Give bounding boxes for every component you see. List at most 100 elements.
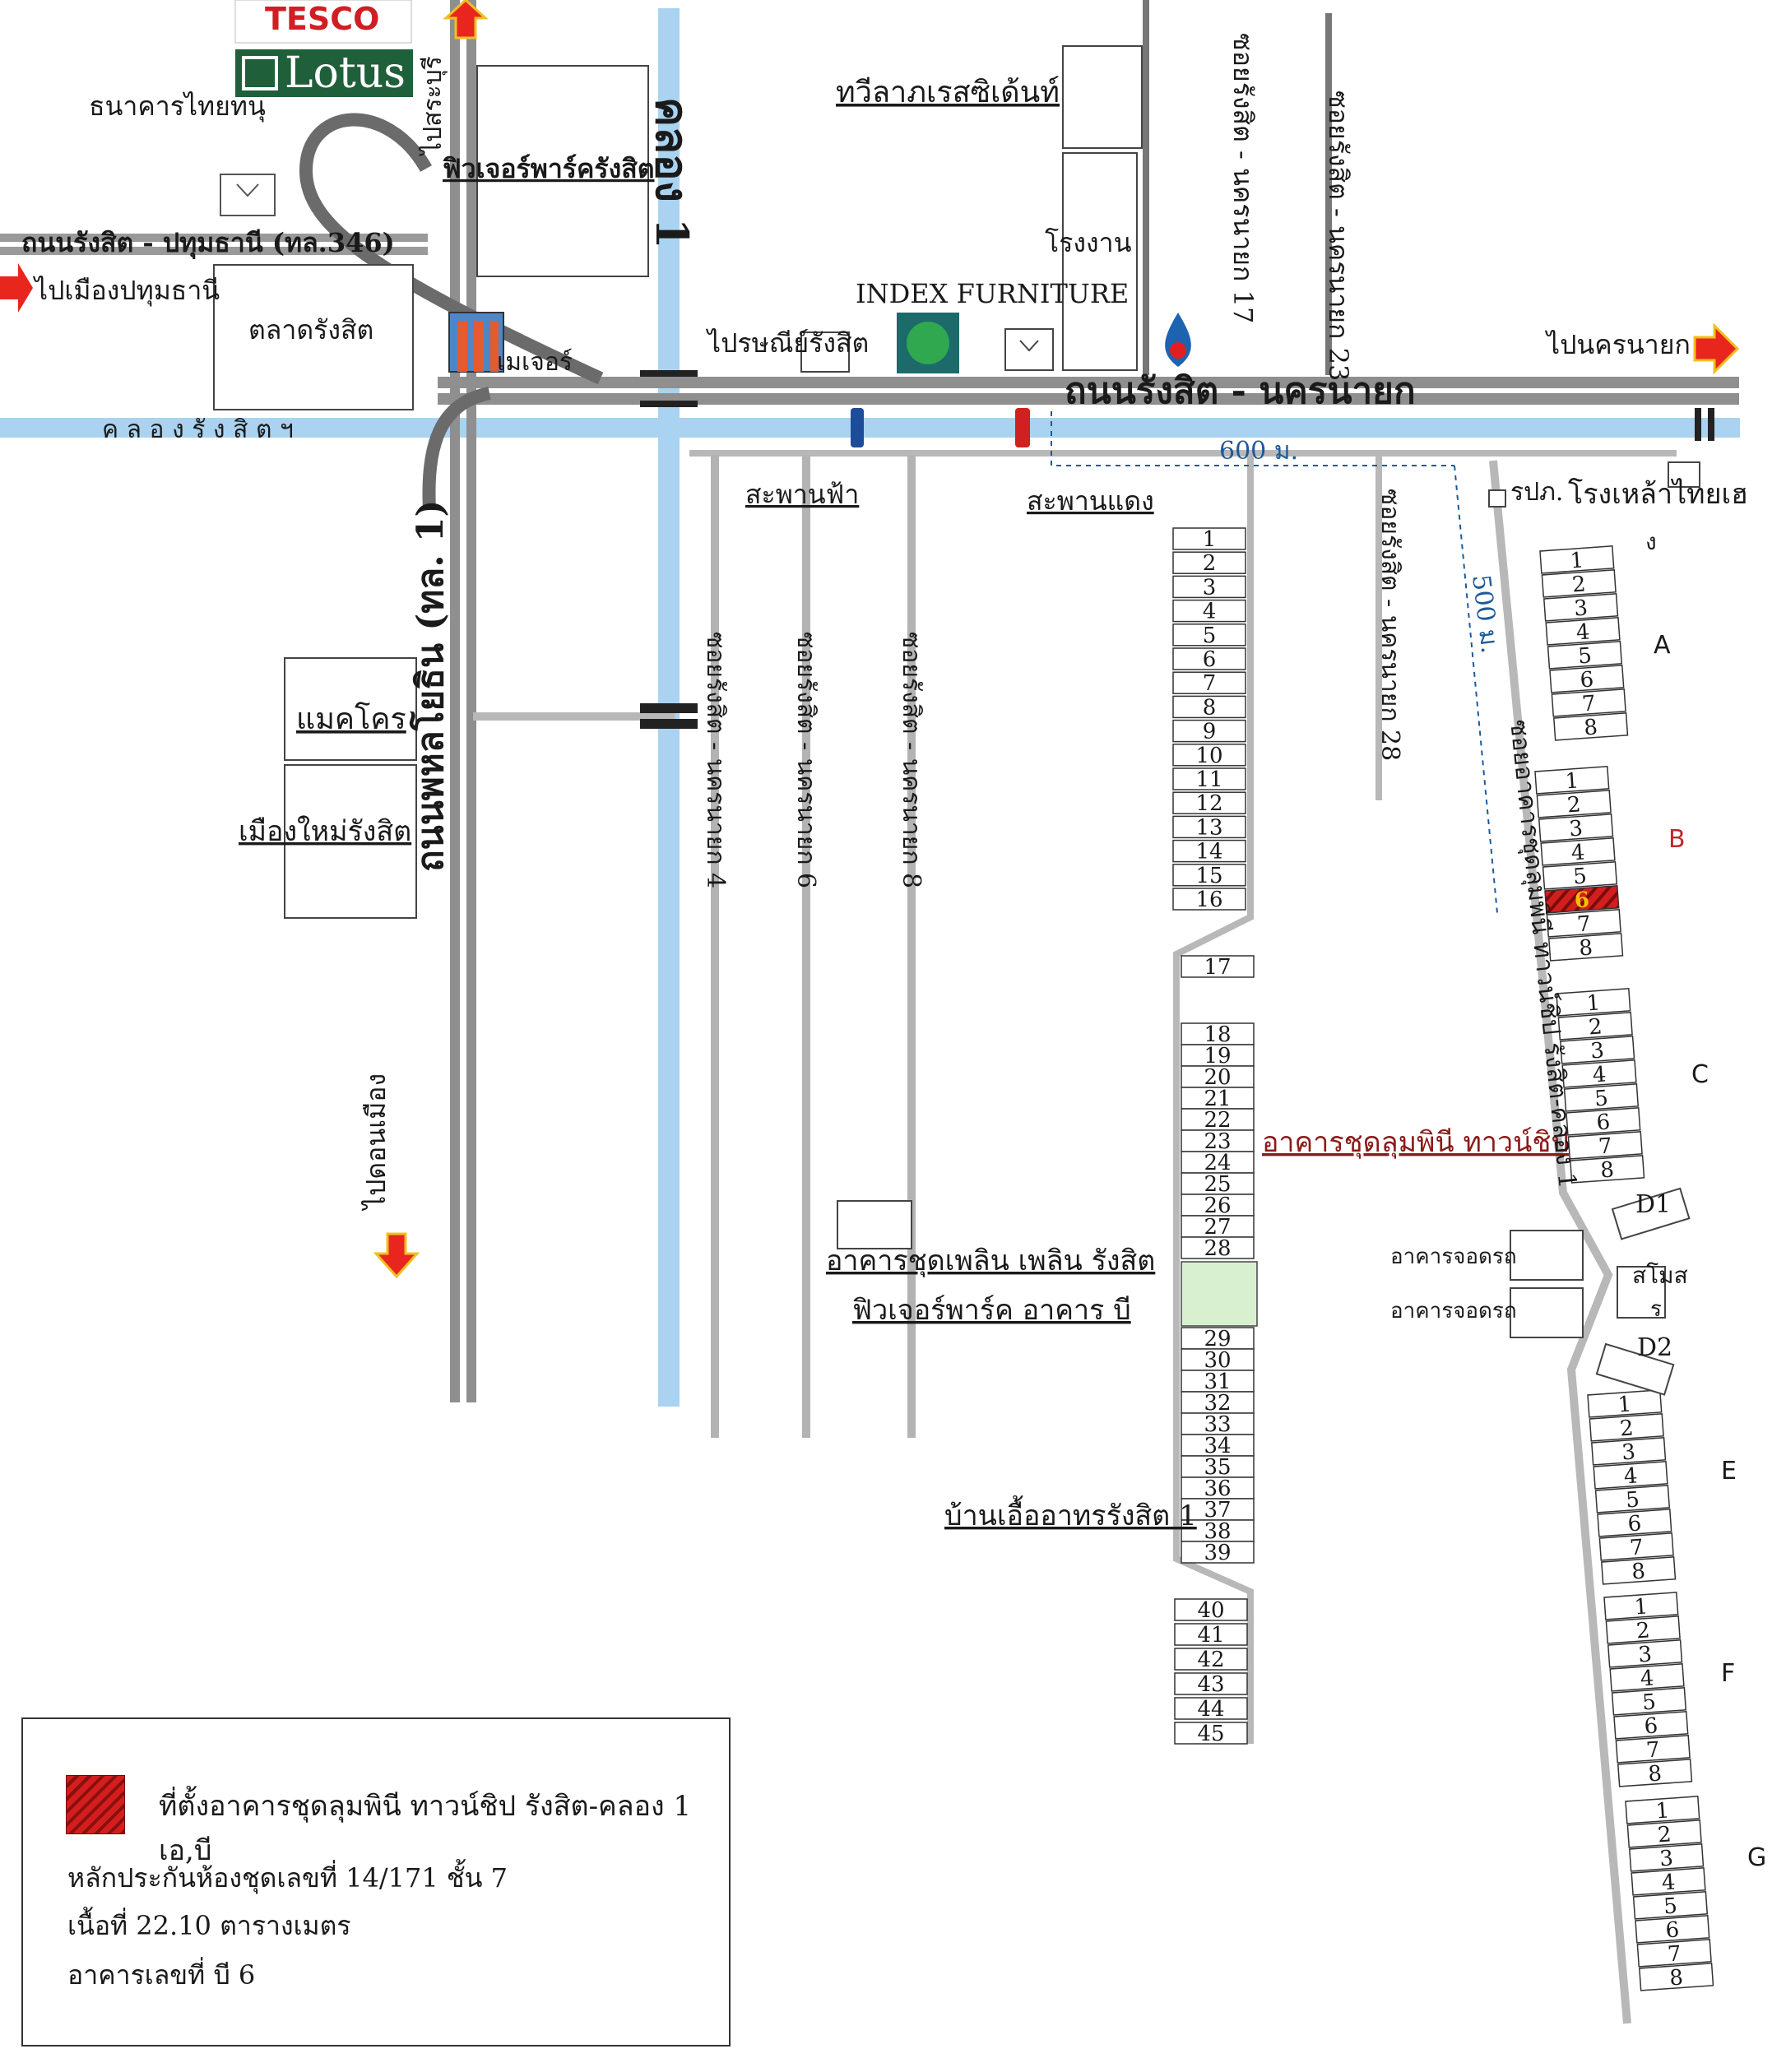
baan-ua-label: บ้านเอื้ออาทรรังสิต 1 <box>944 1495 1197 1532</box>
lumpini-unit: 8 <box>1617 1759 1693 1787</box>
legend-line-0: ที่ตั้งอาคารชุดลุมพินี ทาวน์ชิป รังสิต-ค… <box>159 1790 692 1867</box>
lumpini-unit: 4 <box>1631 1867 1706 1896</box>
svg-text:22: 22 <box>1204 1108 1231 1133</box>
svg-text:1: 1 <box>1634 1594 1649 1620</box>
dist-500-line <box>1454 465 1498 914</box>
baan-unit: 33 <box>1181 1412 1255 1437</box>
soi8-label: ซอยรังสิต - นครนายก 8 <box>897 632 925 888</box>
ng-label: ง <box>1645 528 1657 555</box>
soi17-road <box>1143 0 1149 375</box>
svg-text:37: 37 <box>1204 1498 1231 1523</box>
svg-text:21: 21 <box>1204 1087 1231 1111</box>
baan-unit: 8 <box>1172 695 1246 720</box>
to-don-mueang-label: ไปดอนเมือง <box>360 1073 392 1212</box>
svg-text:33: 33 <box>1204 1412 1231 1437</box>
svg-text:32: 32 <box>1204 1391 1231 1416</box>
pool-building <box>1617 1266 1666 1319</box>
baan-unit: 27 <box>1181 1215 1255 1240</box>
svg-text:5: 5 <box>1625 1487 1640 1513</box>
baan-unit: 13 <box>1172 815 1246 840</box>
index-label: INDEX FURNITURE <box>856 278 1129 309</box>
baan-unit: 6 <box>1172 647 1246 672</box>
svg-text:4: 4 <box>1203 600 1217 624</box>
lumpini-unit: 1 <box>1534 766 1610 795</box>
svg-text:5: 5 <box>1572 864 1588 889</box>
baan-unit: 44 <box>1174 1697 1248 1722</box>
svg-text:7: 7 <box>1629 1535 1645 1560</box>
svg-text:6: 6 <box>1203 647 1217 672</box>
baan-unit: 7 <box>1172 671 1246 696</box>
lumpini-unit: 5 <box>1632 1891 1709 1920</box>
soi28-road <box>1375 455 1382 800</box>
lumpini-unit: 2 <box>1541 569 1617 598</box>
svg-text:31: 31 <box>1204 1370 1231 1394</box>
svg-text:8: 8 <box>1668 1965 1684 1991</box>
svg-text:2: 2 <box>1635 1618 1651 1643</box>
baan-unit: 16 <box>1172 888 1246 912</box>
makro-label: แมคโคร <box>296 702 406 736</box>
lumpini-blocks: 12345678A12345678B12345678C12345678E1234… <box>1534 545 1766 1991</box>
baan-unit: 10 <box>1172 744 1246 768</box>
block-label: F <box>1721 1659 1735 1688</box>
svg-text:16: 16 <box>1195 888 1222 912</box>
road-rangsit-nakhonnayok <box>438 377 1739 388</box>
svg-text:3: 3 <box>1658 1846 1674 1871</box>
svg-text:3: 3 <box>1589 1038 1605 1064</box>
legend-box: ที่ตั้งอาคารชุดลุมพินี ทาวน์ชิป รังสิต-ค… <box>21 1717 731 2047</box>
future-park-b-label: ฟิวเจอร์พาร์ค อาคาร บี <box>852 1294 1131 1327</box>
svg-text:4: 4 <box>1592 1062 1607 1087</box>
lumpini-unit: 1 <box>1587 1389 1663 1418</box>
pool-label: สโมส <box>1632 1262 1688 1289</box>
ploen-label: อาคารชุดเพลิน เพลิน รังสิต <box>826 1245 1155 1277</box>
lumpini-unit: 7 <box>1636 1939 1712 1968</box>
legend-line-1: หลักประกันห้องชุดเลขที่ 14/171 ชั้น 7 <box>67 1862 508 1894</box>
lumpini-unit: 6 <box>1635 1915 1710 1944</box>
baan-unit: 41 <box>1174 1623 1248 1648</box>
svg-text:7: 7 <box>1598 1133 1613 1159</box>
new-city-building <box>284 764 417 919</box>
lumpini-unit: 5 <box>1594 1485 1671 1513</box>
police-label: รปภ. <box>1510 478 1563 507</box>
baan-unit: 23 <box>1181 1129 1255 1154</box>
lumpini-unit: 3 <box>1607 1639 1683 1668</box>
svg-text:8: 8 <box>1631 1559 1646 1584</box>
svg-text:20: 20 <box>1204 1065 1231 1090</box>
baan-unit: 24 <box>1181 1151 1255 1175</box>
baan-unit: 1 <box>1172 527 1246 552</box>
lumpini-unit: 4 <box>1609 1663 1685 1692</box>
soi4-road <box>711 455 719 1438</box>
khlong1-label: คลอง 1 <box>646 97 698 248</box>
baan-unit: 45 <box>1174 1722 1248 1746</box>
svg-text:7: 7 <box>1645 1737 1661 1763</box>
svg-text:8: 8 <box>1599 1157 1615 1183</box>
new-city-label: เมืองใหม่รังสิต <box>239 815 411 848</box>
bridge-east <box>1695 408 1701 441</box>
lumpini-unit: 1 <box>1539 545 1615 574</box>
d1-label: D1 <box>1635 1190 1671 1219</box>
svg-text:18: 18 <box>1204 1022 1231 1047</box>
lumpini-unit: 7 <box>1615 1735 1691 1764</box>
svg-text:38: 38 <box>1204 1519 1231 1544</box>
lumpini-unit: 2 <box>1536 790 1612 818</box>
svg-text:7: 7 <box>1203 671 1217 696</box>
lumpini-unit: 6 <box>1566 1107 1641 1136</box>
svg-text:4: 4 <box>1570 840 1586 865</box>
arrow-down-icon <box>373 1232 420 1279</box>
arrow-left-icon <box>0 263 33 313</box>
svg-text:6: 6 <box>1644 1713 1659 1739</box>
lumpini-unit: 5 <box>1547 641 1623 670</box>
baan-unit: 22 <box>1181 1108 1255 1133</box>
baan-unit: 26 <box>1181 1194 1255 1218</box>
parking-1-building <box>1510 1230 1584 1281</box>
svg-text:1: 1 <box>1586 990 1602 1016</box>
svg-text:43: 43 <box>1197 1672 1224 1697</box>
baan-unit: 43 <box>1174 1672 1248 1697</box>
baan-unit: 14 <box>1172 840 1246 864</box>
lumpini-unit: 3 <box>1590 1437 1667 1466</box>
svg-text:2: 2 <box>1588 1014 1603 1040</box>
highlight-swatch <box>66 1775 125 1834</box>
svg-text:30: 30 <box>1204 1348 1231 1373</box>
baan-unit: 3 <box>1172 575 1246 600</box>
svg-text:29: 29 <box>1204 1327 1231 1351</box>
